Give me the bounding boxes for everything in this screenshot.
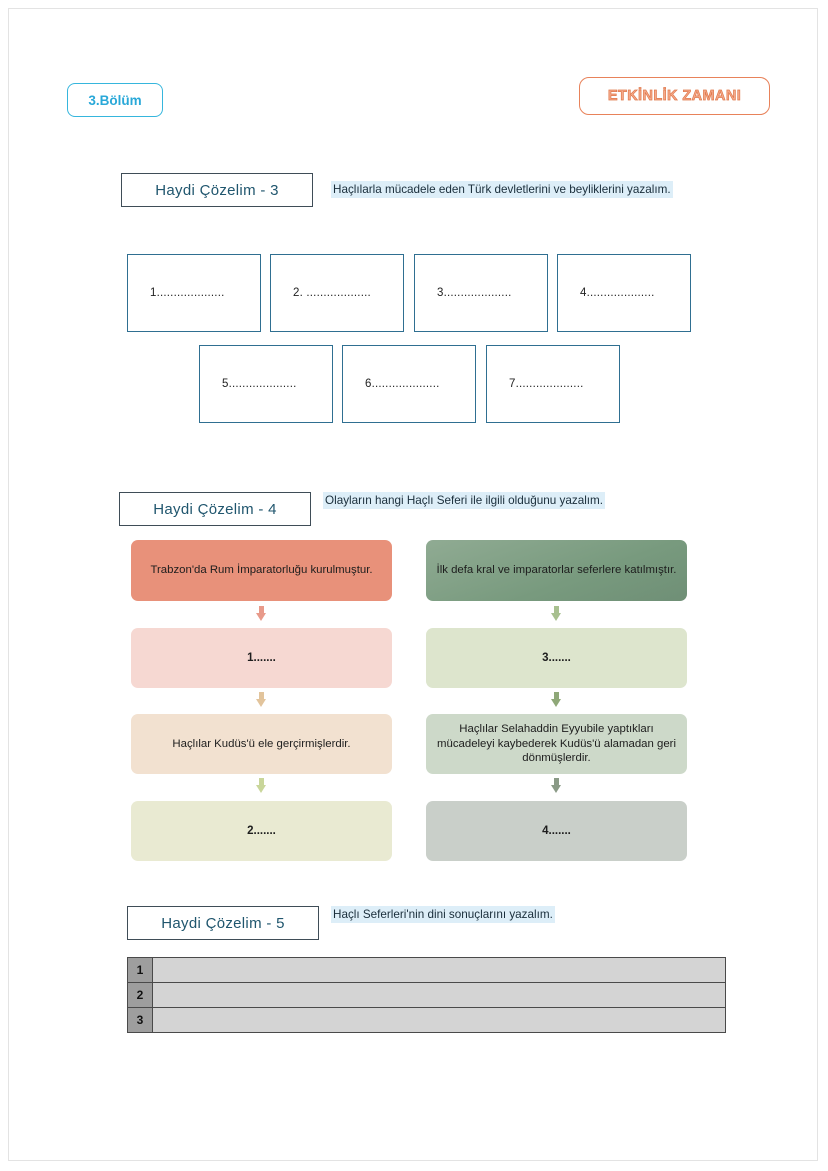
blank-box[interactable]: 1.................... [127,254,261,332]
flow-box-right-1: İlk defa kral ve imparatorlar seferlere … [426,540,687,601]
blank-box-label: 5.................... [222,378,297,390]
section-3-label: Haydi Çözelim - 3 [121,173,313,207]
flow-box-text: 4....... [542,824,571,837]
table-row-number: 3 [127,1007,153,1033]
flow-box-left-2: Haçlılar Kudüs'ü ele gerçirmişlerdir. [131,714,392,774]
section-3-instruction: Haçlılarla mücadele eden Türk devletleri… [331,181,673,198]
flow-box-right-answer-2[interactable]: 4....... [426,801,687,861]
answers-table: 1 2 3 [127,957,726,1033]
flow-box-left-1: Trabzon'da Rum İmparatorluğu kurulmuştur… [131,540,392,601]
table-row: 1 [127,957,726,983]
arrow-down-icon [256,778,267,794]
blank-box-label: 2. ................... [293,287,371,299]
flow-box-text: Haçlılar Selahaddin Eyyubile yaptıkları … [437,723,676,765]
section-5-label-text: Haydi Çözelim - 5 [161,914,285,932]
table-row-input[interactable] [152,957,726,983]
section-3-label-text: Haydi Çözelim - 3 [155,181,279,199]
flow-box-left-answer-2[interactable]: 2....... [131,801,392,861]
table-row-input[interactable] [152,982,726,1008]
table-row-input[interactable] [152,1007,726,1033]
page-header: 3.Bölüm ETKİNLİK ZAMANI [9,77,817,133]
flow-box-right-answer-1[interactable]: 3....... [426,628,687,688]
activity-time-label: ETKİNLİK ZAMANI [607,88,742,105]
section-5-label: Haydi Çözelim - 5 [127,906,319,940]
flow-box-text: Trabzon'da Rum İmparatorluğu kurulmuştur… [150,564,373,577]
arrow-down-icon [551,606,562,622]
blank-box-label: 7.................... [509,378,584,390]
chapter-label: 3.Bölüm [88,92,142,108]
table-row-number: 2 [127,982,153,1008]
blank-box[interactable]: 3.................... [414,254,548,332]
section-5-instruction: Haçlı Seferleri'nin dini sonuçlarını yaz… [331,906,555,923]
blank-box[interactable]: 6.................... [342,345,476,423]
arrow-down-icon [551,778,562,794]
section-4-label: Haydi Çözelim - 4 [119,492,311,526]
chapter-badge: 3.Bölüm [67,83,163,117]
blank-box[interactable]: 5.................... [199,345,333,423]
blank-box-label: 3.................... [437,287,512,299]
worksheet-page: 3.Bölüm ETKİNLİK ZAMANI Haydi Çözelim - … [8,8,818,1161]
flow-box-right-2: Haçlılar Selahaddin Eyyubile yaptıkları … [426,714,687,774]
blank-box[interactable]: 7.................... [486,345,620,423]
blank-box-label: 4.................... [580,287,655,299]
table-row: 3 [127,1007,726,1033]
table-row: 2 [127,982,726,1008]
flow-box-text: 1....... [247,651,276,664]
blank-box-label: 6.................... [365,378,440,390]
arrow-down-icon [256,606,267,622]
flow-box-text: 3....... [542,651,571,664]
blank-box-label: 1.................... [150,287,225,299]
activity-time-badge: ETKİNLİK ZAMANI [579,77,770,115]
section-4-label-text: Haydi Çözelim - 4 [153,500,277,518]
table-row-number: 1 [127,957,153,983]
flow-box-left-answer-1[interactable]: 1....... [131,628,392,688]
blank-box[interactable]: 4.................... [557,254,691,332]
flow-box-text: Haçlılar Kudüs'ü ele gerçirmişlerdir. [172,737,351,750]
arrow-down-icon [256,692,267,708]
flow-box-text: 2....... [247,824,276,837]
section-4-instruction: Olayların hangi Haçlı Seferi ile ilgili … [323,492,606,509]
blank-box[interactable]: 2. ................... [270,254,404,332]
flow-box-text: İlk defa kral ve imparatorlar seferlere … [436,564,677,577]
arrow-down-icon [551,692,562,708]
